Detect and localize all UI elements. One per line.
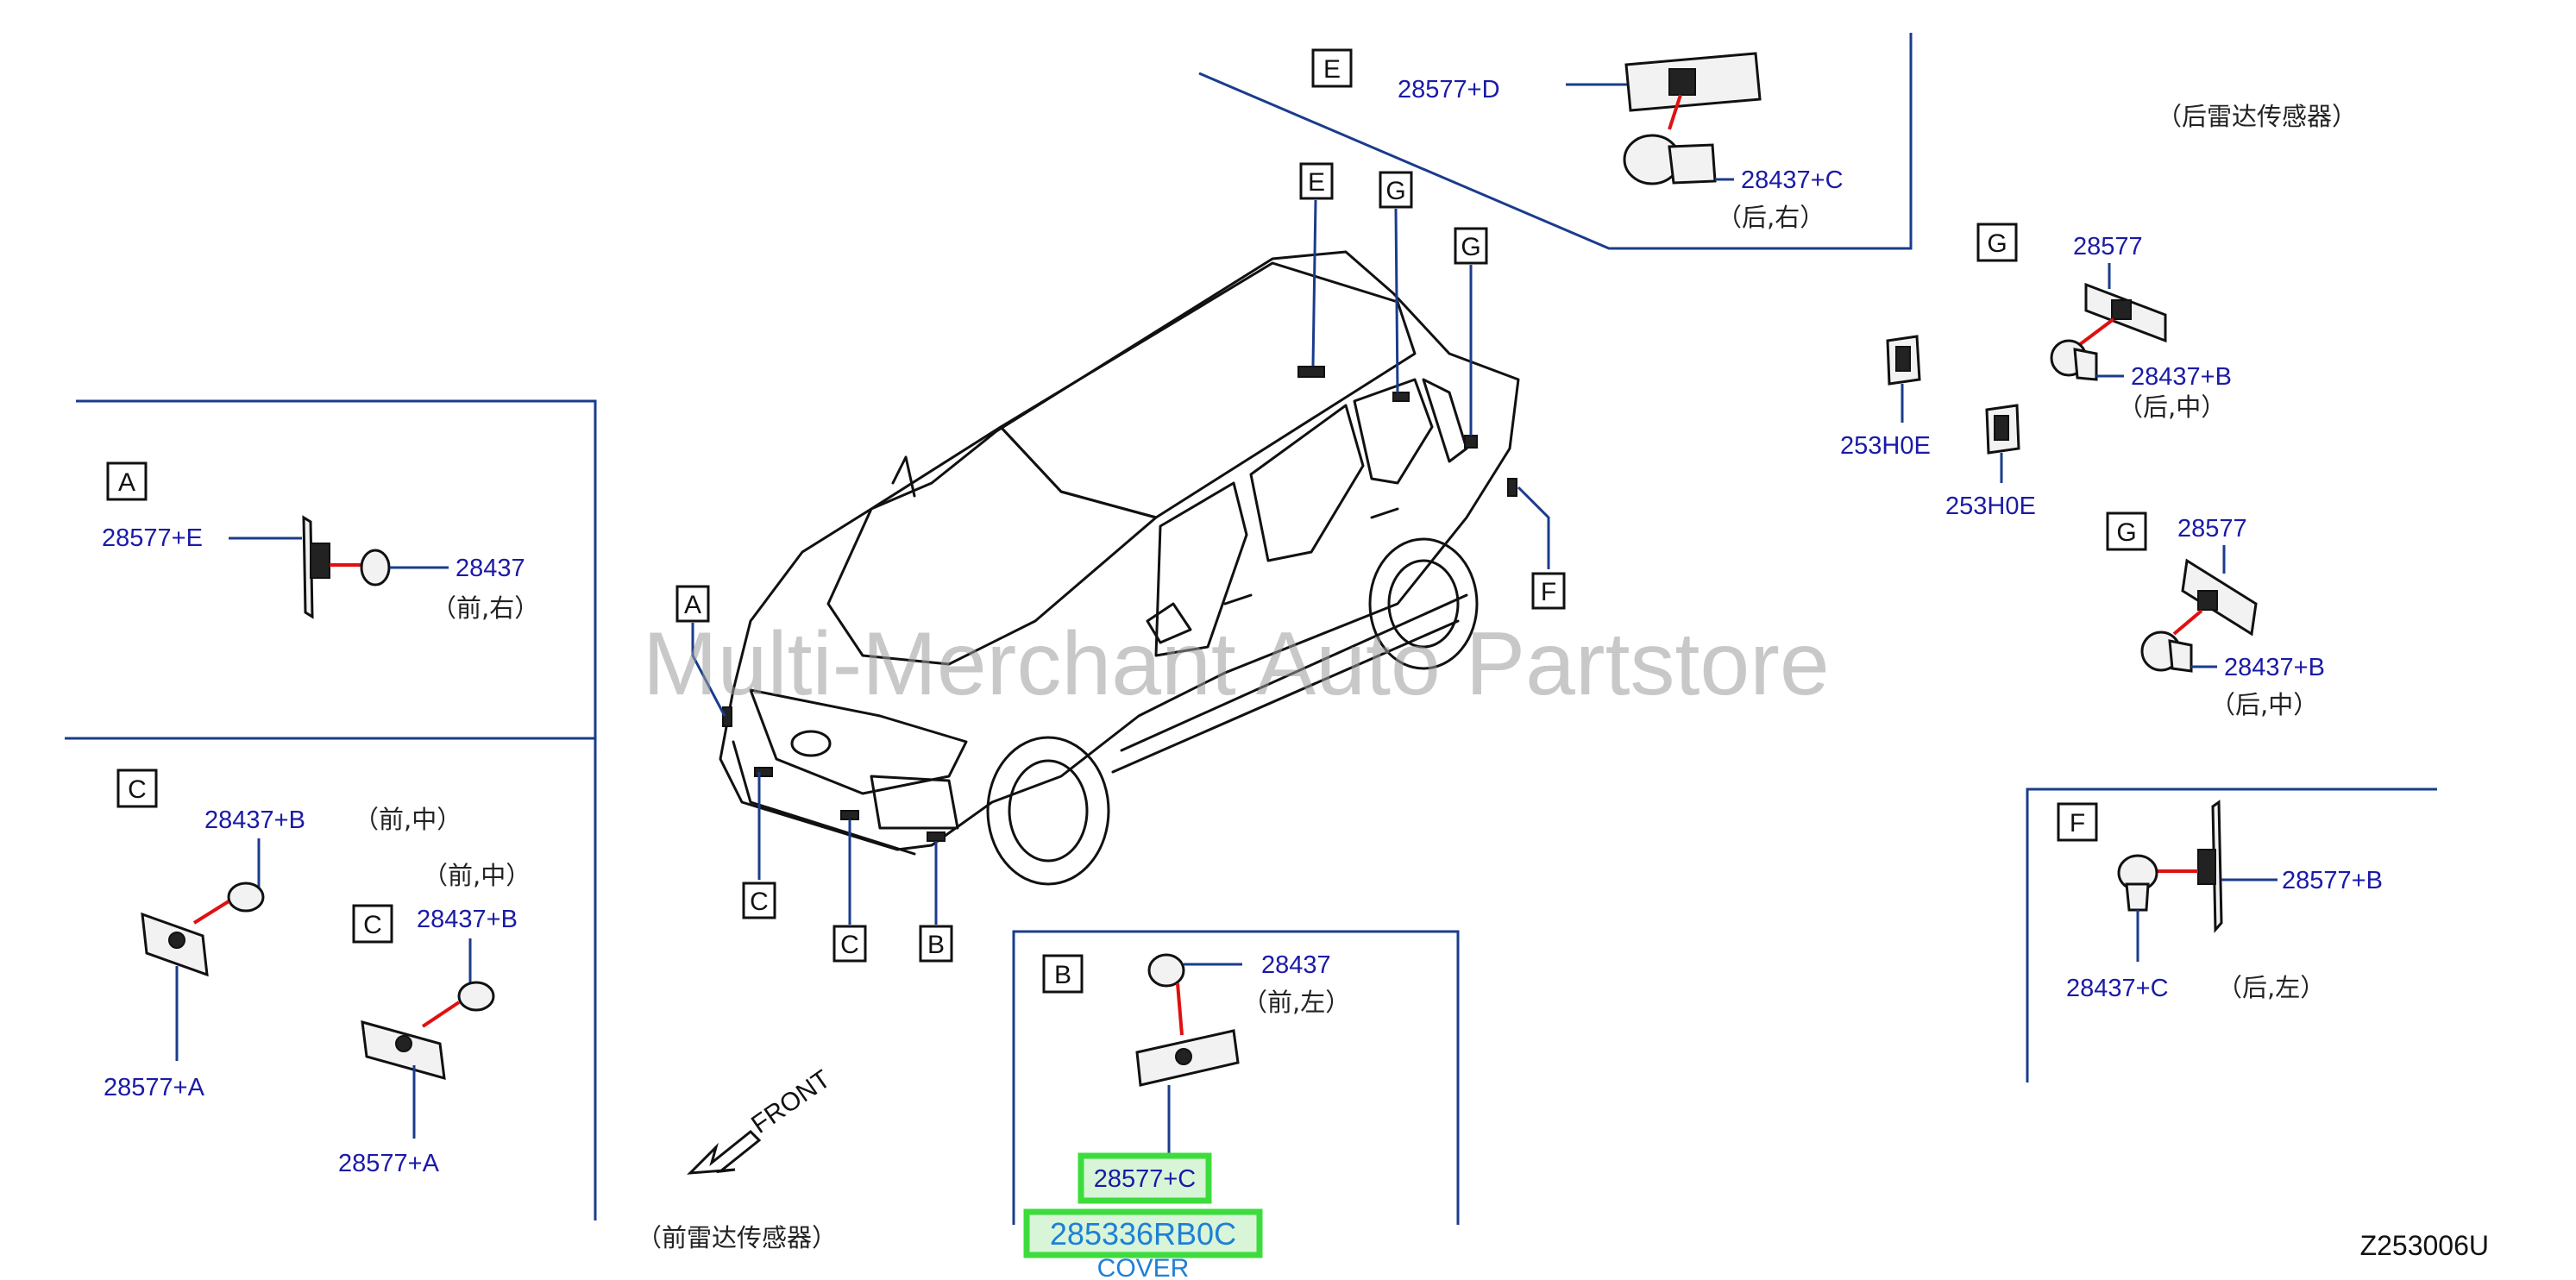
front-indicator: FRONT bbox=[687, 1064, 836, 1175]
cover-label: COVER bbox=[1097, 1254, 1190, 1280]
section-g1-sensor-pn: 28437+B bbox=[2131, 363, 2232, 391]
section-frames bbox=[65, 33, 2437, 1225]
section-f-bracket-pn: 28577+B bbox=[2282, 867, 2383, 894]
car-illustration bbox=[719, 250, 1520, 886]
car-callout-leaders bbox=[691, 199, 1550, 925]
front-label: FRONT bbox=[746, 1064, 836, 1139]
svg-text:C: C bbox=[750, 888, 769, 916]
section-a-bracket-pn: 28577+E bbox=[102, 524, 203, 552]
svg-text:G: G bbox=[1461, 233, 1480, 261]
section-e-bracket-pn: 28577+D bbox=[1398, 76, 1500, 104]
section-g2-letter: G bbox=[2116, 518, 2136, 547]
car-marker-a: A bbox=[675, 585, 710, 623]
section-g2: G 28577 28437+B （后,中） bbox=[2106, 511, 2325, 719]
car-marker-g-1: G bbox=[1379, 171, 1413, 209]
cover-part-number: 285336RB0C bbox=[1050, 1216, 1236, 1252]
section-f-letter: F bbox=[2070, 809, 2085, 838]
car-marker-c-2: C bbox=[832, 925, 867, 963]
svg-text:B: B bbox=[927, 931, 945, 959]
section-g2-bracket-pn: 28577 bbox=[2177, 515, 2247, 543]
car-marker-g-2: G bbox=[1454, 227, 1488, 265]
section-f-sensor-pn: 28437+C bbox=[2066, 975, 2169, 1002]
section-g1-clip-a-pn: 253H0E bbox=[1840, 432, 1931, 460]
svg-text:A: A bbox=[684, 591, 701, 619]
section-c2-letter: C bbox=[363, 911, 382, 939]
car-marker-f: F bbox=[1531, 572, 1566, 610]
section-g1-position: （后,中） bbox=[2118, 392, 2226, 422]
svg-text:F: F bbox=[1541, 578, 1556, 606]
section-f: F 28577+B 28437+C （后,左） bbox=[2057, 800, 2383, 1002]
watermark-text: Multi-Merchant Auto Partstore bbox=[643, 614, 1830, 714]
svg-text:G: G bbox=[1385, 177, 1405, 205]
section-c1-letter: C bbox=[128, 775, 147, 804]
section-b-bracket-pn: 28577+C bbox=[1094, 1165, 1197, 1193]
section-b-letter: B bbox=[1054, 961, 1071, 989]
section-g2-position: （后,中） bbox=[2210, 690, 2318, 719]
section-b-sensor-pn: 28437 bbox=[1261, 951, 1331, 979]
bracket-highlight-box bbox=[1078, 1152, 1212, 1204]
section-c2: （前,中） C 28437+B 28577+A bbox=[338, 861, 531, 1177]
car-marker-b: B bbox=[919, 925, 953, 963]
section-a-letter: A bbox=[118, 468, 135, 497]
section-c1-bracket-pn: 28577+A bbox=[104, 1074, 205, 1101]
section-g2-sensor-pn: 28437+B bbox=[2224, 654, 2325, 681]
car-marker-e: E bbox=[1299, 162, 1334, 200]
cover-highlight-box bbox=[1023, 1208, 1263, 1258]
section-a-sensor-pn: 28437 bbox=[456, 555, 525, 582]
front-radar-caption: （前雷达传感器） bbox=[637, 1223, 837, 1252]
section-c2-bracket-pn: 28577+A bbox=[338, 1150, 440, 1177]
section-a-position: （前,右） bbox=[431, 593, 539, 623]
section-c1-sensor-pn: 28437+B bbox=[204, 806, 305, 834]
section-g1-clip-b-pn: 253H0E bbox=[1945, 493, 2036, 520]
diagram-code: Z253006U bbox=[2360, 1230, 2489, 1261]
section-f-position: （后,左） bbox=[2217, 973, 2325, 1002]
car-marker-c-1: C bbox=[742, 882, 776, 919]
car-markers: E G G F A C C B bbox=[675, 162, 1566, 963]
svg-text:C: C bbox=[840, 931, 859, 959]
section-e-sensor-pn: 28437+C bbox=[1741, 166, 1844, 194]
section-a: A 28577+E 28437 （前,右） bbox=[102, 461, 539, 623]
section-g1-bracket-pn: 28577 bbox=[2073, 233, 2143, 260]
svg-text:E: E bbox=[1308, 168, 1325, 197]
section-b-position: （前,左） bbox=[1242, 988, 1350, 1017]
section-g1: G 28577 28437+B （后,中） 253H0E 253H0E bbox=[1840, 223, 2232, 520]
rear-radar-caption: （后雷达传感器） bbox=[2157, 102, 2357, 131]
section-g1-letter: G bbox=[1987, 229, 2007, 258]
section-e-position: （后,右） bbox=[1717, 203, 1825, 232]
section-e: E 28577+D 28437+C （后,右） bbox=[1311, 48, 1844, 232]
section-c1-position: （前,中） bbox=[354, 805, 462, 834]
section-c2-position: （前,中） bbox=[423, 861, 531, 890]
section-c1: C 28437+B （前,中） 28577+A bbox=[104, 769, 462, 1101]
section-e-letter: E bbox=[1323, 55, 1341, 84]
section-b: B 28437 （前,左） 28577+C 285336RB0C COVER bbox=[1023, 951, 1350, 1280]
section-c2-sensor-pn: 28437+B bbox=[417, 906, 518, 933]
